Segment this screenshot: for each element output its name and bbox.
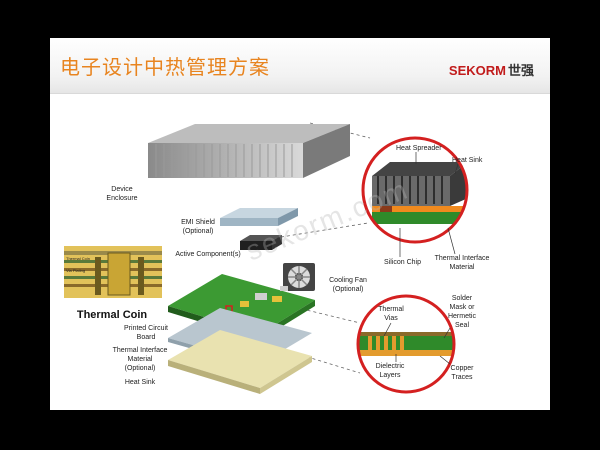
cooling-fan-label: Cooling Fan: [329, 277, 367, 284]
cooling-fan: [283, 263, 315, 291]
pcb-label: Printed Circuit: [124, 325, 168, 332]
heat-sink-bottom-label: Heat Sink: [125, 379, 156, 386]
emi-shield-label: (Optional): [183, 228, 214, 235]
thermal-diagram: Thermal Coin Via Plating: [64, 122, 490, 394]
heat-spreader-callout: [361, 136, 469, 244]
solder-mask-label: Mask or: [450, 304, 476, 311]
dielectric-layers-label: Dielectric: [376, 363, 405, 370]
coin-inset-label: Via Plating: [66, 268, 85, 273]
heat-sink-top-label: Heat Sink: [452, 157, 483, 164]
page-title: 电子设计中热管理方案: [60, 55, 270, 79]
copper-traces-label: Copper: [451, 365, 475, 372]
thermal-vias-callout: [356, 294, 456, 394]
device-enclosure-label: Enclosure: [106, 195, 137, 202]
solder-mask-label: Seal: [455, 322, 469, 329]
heat-spreader-label: Heat Spreader: [396, 145, 442, 152]
thermal-vias-label: Vias: [384, 315, 398, 322]
device-enclosure: [148, 124, 350, 178]
emi-shield-label: EMI Shield: [181, 219, 215, 226]
logo-cn: 世强: [507, 63, 534, 78]
copper-traces-label: Traces: [451, 374, 473, 381]
tim-optional-label: Thermal Interface: [113, 347, 168, 354]
tim-optional-label: Material: [128, 356, 153, 363]
active-components-label: Active Component(s): [175, 251, 240, 258]
solder-mask-label: Solder: [452, 295, 473, 302]
emi-shield: [220, 208, 298, 226]
silicon-chip-label: Silicon Chip: [384, 259, 421, 266]
thermal-coin-inset: Thermal Coin Via Plating: [64, 246, 162, 298]
dielectric-layers-label: Layers: [379, 372, 401, 379]
left-labels: Device Enclosure EMI Shield (Optional) A…: [77, 186, 367, 386]
cooling-fan-label: (Optional): [333, 286, 364, 293]
leader-lines: [383, 152, 459, 365]
solder-mask-label: Hermetic: [448, 313, 477, 320]
thermal-vias-label: Thermal: [378, 306, 404, 313]
bottom-heat-sink: [168, 330, 312, 394]
active-component: [240, 235, 282, 250]
right-labels: Heat Spreader Heat Sink Silicon Chip The…: [376, 145, 490, 381]
pcb-label: Board: [137, 334, 156, 341]
tim-optional-label: (Optional): [125, 365, 156, 372]
coin-inset-label: Thermal Coin: [66, 256, 90, 261]
tim-callout-label: Thermal Interface: [435, 255, 490, 262]
thermal-coin-label: Thermal Coin: [77, 309, 148, 321]
tim-callout-label: Material: [450, 264, 475, 271]
device-enclosure-label: Device: [111, 186, 133, 193]
logo-brand: SEKORM: [448, 63, 506, 78]
